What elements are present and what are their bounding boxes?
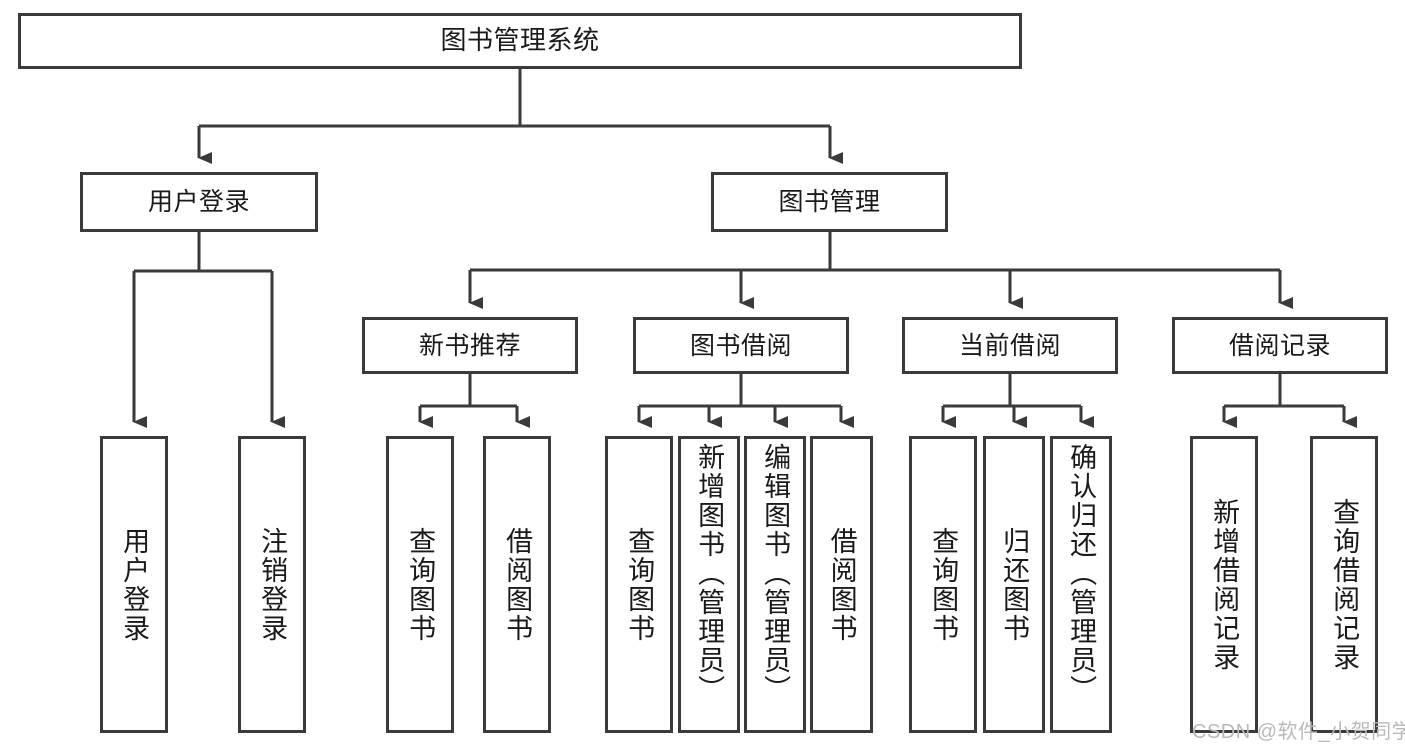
node-leaf-query-book-rec-label: 查询图书 <box>405 526 436 643</box>
node-leaf-confirm-return-label: 确认归还（管理员） <box>1066 443 1097 704</box>
node-leaf-return-book-label: 归还图书 <box>999 526 1030 643</box>
node-leaf-logout-label: 注销登录 <box>257 526 288 643</box>
node-root-label: 图书管理系统 <box>440 25 600 56</box>
node-leaf-query-book-cur[interactable]: 查询图书 <box>909 436 977 733</box>
node-book-borrow-label: 图书借阅 <box>689 331 792 360</box>
node-leaf-query-record-label: 查询借阅记录 <box>1329 497 1360 672</box>
node-leaf-borrow-book-rec-label: 借阅图书 <box>502 526 533 643</box>
node-book-manage-label: 图书管理 <box>778 188 881 216</box>
node-leaf-borrow-book-rec[interactable]: 借阅图书 <box>483 436 551 733</box>
node-user-login[interactable]: 用户登录 <box>80 172 318 232</box>
node-leaf-logout[interactable]: 注销登录 <box>238 436 306 733</box>
node-new-book-rec-label: 新书推荐 <box>418 331 521 360</box>
node-leaf-query-book-borrow-label: 查询图书 <box>624 526 655 643</box>
node-leaf-user-login-label: 用户登录 <box>119 526 150 643</box>
node-current-borrow[interactable]: 当前借阅 <box>902 317 1118 374</box>
node-leaf-borrow-book[interactable]: 借阅图书 <box>810 436 873 733</box>
node-leaf-confirm-return[interactable]: 确认归还（管理员） <box>1050 436 1112 733</box>
node-borrow-record-label: 借阅记录 <box>1228 331 1331 360</box>
node-book-borrow[interactable]: 图书借阅 <box>633 317 849 374</box>
node-leaf-add-book-label: 新增图书（管理员） <box>694 443 725 704</box>
node-leaf-add-book[interactable]: 新增图书（管理员） <box>678 436 740 733</box>
node-new-book-rec[interactable]: 新书推荐 <box>362 317 578 374</box>
node-leaf-query-book-borrow[interactable]: 查询图书 <box>605 436 673 733</box>
node-leaf-query-book-rec[interactable]: 查询图书 <box>386 436 454 733</box>
node-root[interactable]: 图书管理系统 <box>18 13 1022 69</box>
watermark: CSDN @软件_小贺同学 <box>1192 721 1405 743</box>
node-leaf-edit-book[interactable]: 编辑图书（管理员） <box>744 436 806 733</box>
node-leaf-borrow-book-label: 借阅图书 <box>826 526 857 643</box>
node-book-manage[interactable]: 图书管理 <box>711 172 948 232</box>
node-leaf-edit-book-label: 编辑图书（管理员） <box>760 443 791 704</box>
node-user-login-label: 用户登录 <box>147 188 250 216</box>
node-leaf-user-login[interactable]: 用户登录 <box>100 436 168 733</box>
node-borrow-record[interactable]: 借阅记录 <box>1172 317 1388 374</box>
node-leaf-query-book-cur-label: 查询图书 <box>928 526 959 643</box>
node-current-borrow-label: 当前借阅 <box>958 331 1061 360</box>
node-leaf-return-book[interactable]: 归还图书 <box>983 436 1045 733</box>
node-leaf-query-record[interactable]: 查询借阅记录 <box>1310 436 1378 733</box>
node-leaf-add-record[interactable]: 新增借阅记录 <box>1190 436 1258 733</box>
node-leaf-add-record-label: 新增借阅记录 <box>1209 497 1240 672</box>
